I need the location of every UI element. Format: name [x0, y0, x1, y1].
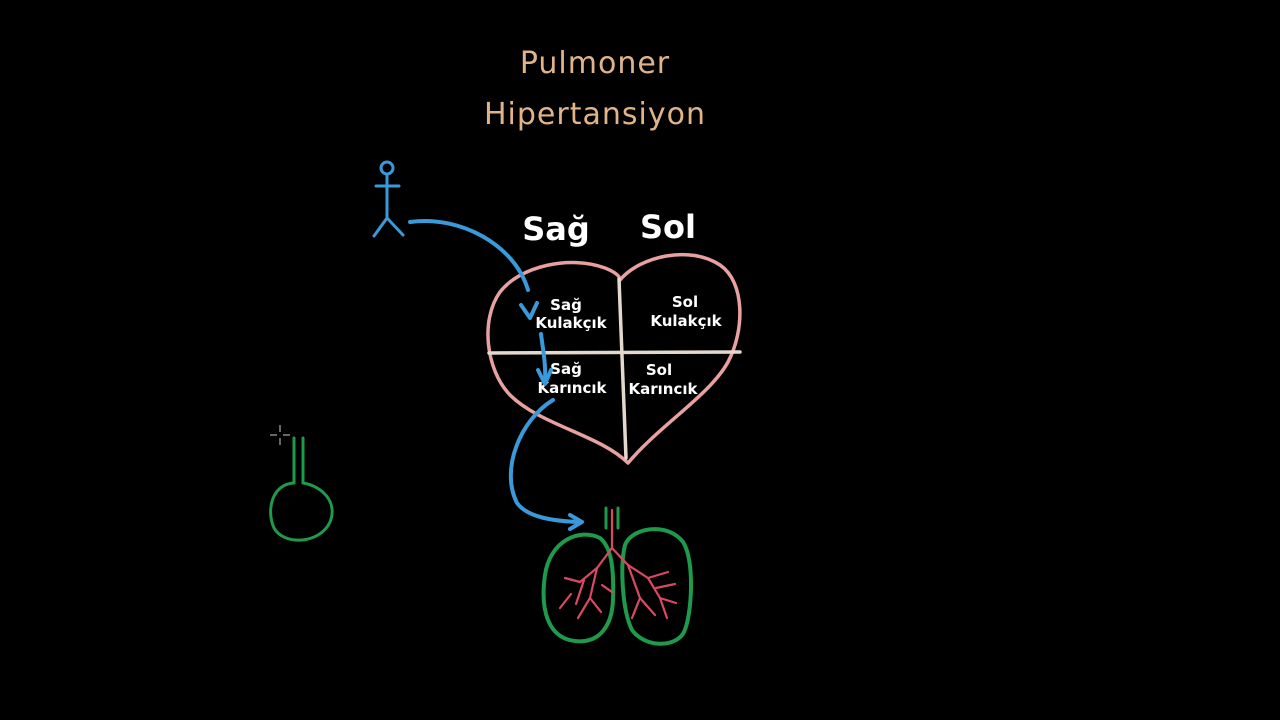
right-lung	[541, 532, 616, 644]
right-side-label: Sağ	[522, 210, 590, 248]
blood-flow-arrow	[408, 219, 584, 531]
left-ventricle-label-line-1: Sol	[646, 361, 672, 379]
left-side-label: Sol	[640, 208, 696, 246]
bulb-sketch	[269, 436, 334, 542]
right-atrium-label-line-1: Sağ	[550, 296, 582, 314]
pulmonary-vessels	[558, 508, 678, 620]
crosshair-cursor-icon	[270, 425, 290, 445]
right-atrium-label-line-2: Kulakçık	[535, 314, 607, 332]
trachea	[604, 506, 620, 530]
left-ventricle-label-line-2: Karıncık	[629, 380, 699, 398]
title-line-2: Hipertansiyon	[484, 97, 706, 132]
title-line-1: Pulmoner	[520, 46, 670, 81]
person-icon	[372, 160, 405, 238]
heart-outline	[486, 252, 742, 465]
left-lung	[620, 527, 693, 646]
left-atrium-label-line-1: Sol	[672, 293, 698, 311]
left-atrium-label-line-2: Kulakçık	[650, 312, 722, 330]
heart-dividers	[487, 277, 742, 460]
right-ventricle-label-line-1: Sağ	[550, 360, 582, 378]
right-ventricle-label-line-2: Karıncık	[538, 379, 608, 397]
lungs-illustration	[541, 506, 693, 646]
